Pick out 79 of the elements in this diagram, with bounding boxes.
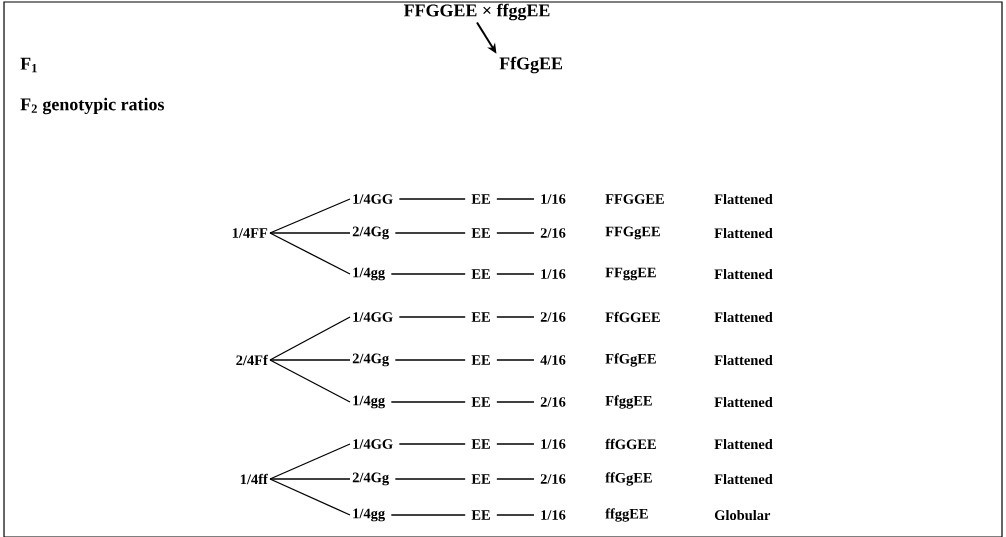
genotype-ratio: 1/4GG [353, 194, 393, 204]
phenotype-text: Flattened [714, 227, 773, 239]
fraction-text: 1/16 [541, 510, 566, 520]
connector-line [394, 359, 466, 361]
connector-line [390, 401, 466, 403]
offspring-text: FfGgEE [499, 56, 563, 74]
branch-line [269, 478, 351, 480]
branch-line [269, 443, 351, 480]
phenotype-text: Flattened [714, 473, 773, 485]
phenotype-text: Flattened [714, 438, 773, 450]
allele-pair: EE [471, 269, 490, 279]
connector-line [390, 514, 466, 516]
allele-pair: EE [471, 228, 490, 238]
generation-label: F$_{1}$ [20, 57, 37, 73]
phenotype-text: Flattened [714, 268, 773, 280]
genotype-ratio: 1/4GG [353, 312, 393, 322]
genotype-ratio: 2/4Gg [352, 226, 389, 240]
phenotype-text: Flattened [714, 354, 773, 366]
connector-line [394, 232, 466, 234]
allele-pair: EE [471, 439, 490, 449]
fraction-text: 2/16 [540, 228, 566, 238]
allele-pair: EE [471, 194, 490, 204]
branch-line [269, 198, 351, 234]
parent-ratio: 1/4FF [232, 228, 268, 238]
fraction-text: 1/16 [541, 439, 566, 449]
connector-line [398, 198, 466, 200]
genotype-text: FFGgEE [605, 226, 660, 240]
genotype-text: ffggEE [605, 508, 648, 522]
connector-line [394, 478, 466, 480]
genotype-text: FfGgEE [605, 353, 656, 367]
branch-line [269, 478, 351, 516]
genotype-ratio: 2/4Gg [352, 472, 389, 486]
connector-line [496, 273, 535, 275]
fraction-text: 1/16 [541, 194, 566, 204]
connector-line [398, 316, 466, 318]
connector-line [398, 443, 466, 445]
genotype-text: FFGGEE [605, 194, 664, 204]
fraction-text: 1/16 [541, 269, 566, 279]
connector-line [496, 514, 535, 516]
genotype-ratio: 1/4gg [353, 267, 385, 281]
connector-line [390, 273, 466, 275]
branch-line [269, 232, 351, 234]
genotype-ratio: 1/4gg [353, 508, 385, 522]
parent-ratio: 1/4ff [240, 473, 268, 485]
branch-line [269, 359, 351, 361]
connector-line [496, 316, 535, 318]
branch-line [269, 359, 351, 403]
phenotype-text: Flattened [714, 396, 773, 408]
connector-line [496, 232, 535, 234]
branch-line [269, 316, 351, 361]
generation-label: F$_{2}$ genotypic ratios [20, 97, 164, 115]
genotype-ratio: 1/4gg [353, 395, 385, 409]
connector-line [496, 359, 535, 361]
genotype-text: FFggEE [605, 267, 656, 281]
allele-pair: EE [471, 397, 490, 407]
fraction-text: 4/16 [540, 355, 566, 365]
genotype-ratio: 1/4GG [353, 439, 393, 449]
fraction-text: 2/16 [540, 312, 566, 322]
cross-text: FFGGEE × ffggEE [403, 3, 550, 21]
phenotype-text: Globular [714, 509, 771, 521]
allele-pair: EE [471, 355, 490, 365]
phenotype-text: Flattened [714, 311, 773, 323]
fraction-text: 2/16 [540, 397, 566, 407]
genotype-text: ffGGEE [605, 438, 656, 450]
allele-pair: EE [471, 510, 490, 520]
fraction-text: 2/16 [540, 474, 566, 484]
allele-pair: EE [471, 474, 490, 484]
genotype-ratio: 2/4Gg [352, 353, 389, 367]
genotype-text: FfGGEE [605, 311, 660, 323]
connector-line [496, 443, 535, 445]
connector-line [496, 478, 535, 480]
parent-ratio: 2/4Ff [236, 354, 268, 366]
connector-line [496, 401, 535, 403]
allele-pair: EE [471, 312, 490, 322]
connector-line [496, 198, 535, 200]
genotype-text: ffGgEE [605, 472, 652, 486]
genotype-text: FfggEE [605, 395, 652, 409]
branch-line [269, 232, 351, 275]
phenotype-text: Flattened [714, 193, 773, 205]
